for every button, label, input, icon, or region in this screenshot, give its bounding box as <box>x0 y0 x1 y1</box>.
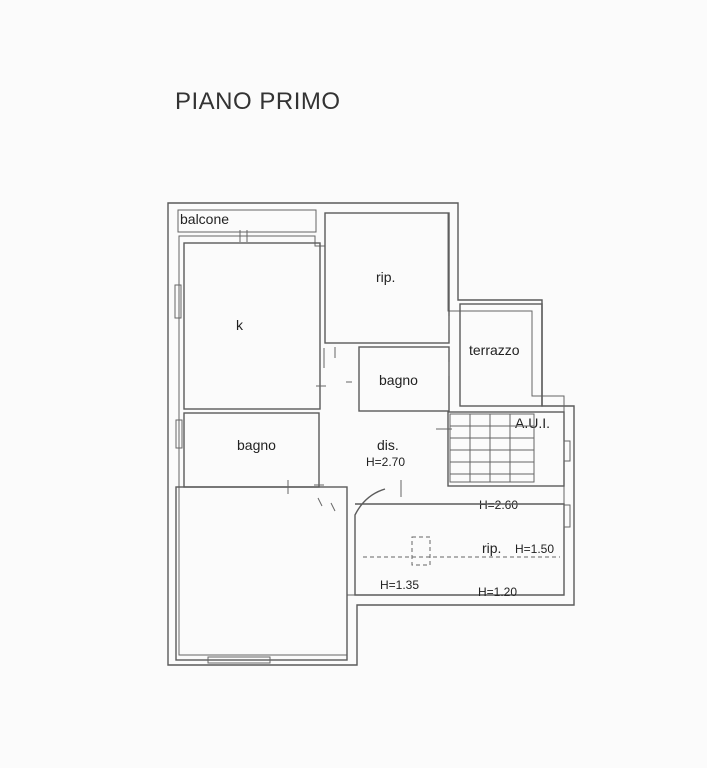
bottom-window <box>207 656 271 664</box>
door-openings <box>239 230 452 512</box>
lower-storage-height-mid: H=1.50 <box>515 542 554 556</box>
terrace-room <box>459 303 543 407</box>
right-bathroom <box>358 346 450 412</box>
aui-height-label: H=2.60 <box>479 498 518 512</box>
room-label-lower-storage: rip. <box>482 540 501 556</box>
room-label-kitchen: k <box>236 317 244 333</box>
lower-storage-height-left: H=1.35 <box>380 578 419 592</box>
lower-storage-height-right: H=1.20 <box>478 585 517 599</box>
room-label-aui: A.U.I. <box>515 415 550 431</box>
kitchen-room <box>183 242 321 410</box>
room-label-balcone: balcone <box>180 211 229 227</box>
outer-walls <box>167 202 575 666</box>
room-label-hall: dis. <box>377 437 399 453</box>
room-label-upper-storage: rip. <box>376 269 395 285</box>
right-window-lower <box>563 504 571 528</box>
lower-left-room <box>175 486 348 661</box>
plan-title: PIANO PRIMO <box>175 88 341 115</box>
stair-steps <box>449 413 535 483</box>
upper-storage-room <box>324 212 450 344</box>
room-label-terrace: terrazzo <box>469 342 520 358</box>
dashed-opening <box>411 536 431 566</box>
hall-height-label: H=2.70 <box>366 455 405 469</box>
room-label-right-bathroom: bagno <box>379 372 418 388</box>
left-window-upper <box>174 284 182 319</box>
left-window-lower <box>175 419 183 449</box>
right-window-upper <box>563 440 571 462</box>
lower-storage-room <box>354 488 565 596</box>
room-label-left-bathroom: bagno <box>237 437 276 453</box>
